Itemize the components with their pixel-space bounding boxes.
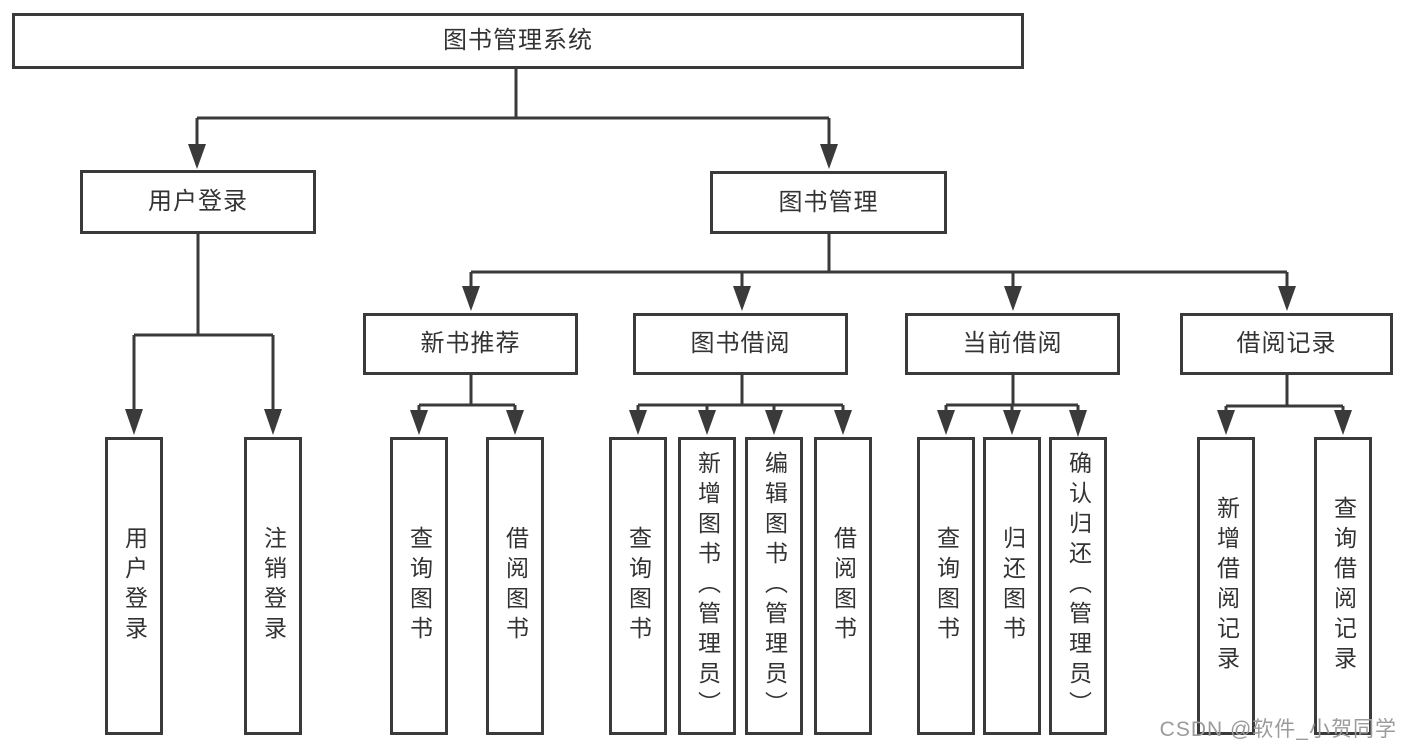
leaf-confirm-return-admin-label: 确认归还（管理员）: [1065, 451, 1092, 721]
leaf-add-borrow-record: 新增借阅记录: [1197, 437, 1255, 735]
arrow-to-leaf-logout: [264, 409, 282, 435]
leaf-return-book-label: 归还图书: [999, 526, 1026, 646]
leaf-add-book-admin: 新增图书（管理员）: [678, 437, 736, 735]
leaf-edit-book-admin: 编辑图书（管理员）: [745, 437, 803, 735]
node-current-borrow: 当前借阅: [905, 313, 1120, 375]
csdn-watermark: CSDN @软件_小贺同学: [1159, 718, 1397, 741]
connector-root: [195, 69, 831, 146]
arrow-to-leaf-user-login: [125, 409, 143, 435]
connector-strokes: [132, 69, 1345, 411]
leaf-borrow-books-borrow-label: 借阅图书: [830, 526, 857, 646]
leaf-logout-label: 注销登录: [260, 526, 287, 646]
arrow-to-leaf-query-books-2: [629, 410, 647, 435]
node-current-borrow-label: 当前借阅: [962, 330, 1063, 357]
leaf-add-book-admin-label: 新增图书（管理员）: [694, 451, 721, 721]
connector-new-book-recommend: [417, 375, 517, 411]
node-new-book-recommend: 新书推荐: [363, 313, 578, 375]
node-book-borrow: 图书借阅: [633, 313, 848, 375]
arrow-to-leaf-query-books-1: [410, 410, 428, 435]
arrow-to-leaf-add-book: [698, 410, 716, 435]
arrow-to-leaf-query-books-3: [937, 410, 955, 435]
node-borrow-records: 借阅记录: [1180, 313, 1393, 375]
connector-current-borrow: [944, 375, 1080, 411]
leaf-return-book: 归还图书: [983, 437, 1041, 735]
node-library-system: 图书管理系统: [12, 13, 1024, 69]
leaf-query-books-recommend: 查询图书: [390, 437, 448, 735]
connector-book-borrow: [636, 375, 845, 411]
leaf-query-books-recommend-label: 查询图书: [406, 526, 433, 646]
leaf-confirm-return-admin: 确认归还（管理员）: [1049, 437, 1107, 735]
arrow-to-leaf-borrow-books-2: [834, 410, 852, 435]
node-book-borrow-label: 图书借阅: [690, 330, 791, 357]
arrow-to-user-login: [188, 144, 206, 169]
leaf-query-books-borrow: 查询图书: [609, 437, 667, 735]
node-new-book-recommend-label: 新书推荐: [420, 330, 521, 357]
leaf-user-login-label: 用户登录: [121, 526, 148, 646]
arrow-to-leaf-add-borrow-record: [1217, 410, 1235, 435]
leaf-query-books-current-label: 查询图书: [933, 526, 960, 646]
arrow-to-book-management: [820, 144, 838, 169]
leaf-borrow-books-recommend-label: 借阅图书: [502, 526, 529, 646]
arrow-to-current-borrow: [1004, 286, 1022, 311]
node-book-management: 图书管理: [710, 171, 947, 234]
connector-book-management: [469, 234, 1289, 288]
connector-user-login: [132, 234, 275, 411]
leaf-add-borrow-record-label: 新增借阅记录: [1213, 496, 1240, 676]
leaf-query-books-current: 查询图书: [917, 437, 975, 735]
node-borrow-records-label: 借阅记录: [1236, 330, 1337, 357]
node-library-system-label: 图书管理系统: [443, 27, 593, 54]
leaf-logout: 注销登录: [244, 437, 302, 735]
leaf-borrow-books-borrow: 借阅图书: [814, 437, 872, 735]
leaf-query-borrow-record: 查询借阅记录: [1314, 437, 1372, 735]
node-book-management-label: 图书管理: [778, 188, 879, 216]
leaf-borrow-books-recommend: 借阅图书: [486, 437, 544, 735]
leaf-query-borrow-record-label: 查询借阅记录: [1330, 496, 1357, 676]
arrow-to-leaf-confirm-return: [1069, 410, 1087, 437]
node-user-login-label: 用户登录: [148, 188, 248, 215]
connector-borrow-records: [1224, 375, 1345, 411]
arrow-to-book-borrow: [733, 286, 751, 311]
arrow-to-new-book-recommend: [462, 286, 480, 311]
arrow-to-leaf-return-book: [1003, 410, 1021, 435]
leaf-edit-book-admin-label: 编辑图书（管理员）: [761, 451, 788, 721]
leaf-query-books-borrow-label: 查询图书: [625, 526, 652, 646]
arrow-to-leaf-edit-book: [765, 410, 783, 435]
leaf-user-login: 用户登录: [105, 437, 163, 735]
arrowheads: [125, 144, 1352, 437]
arrow-to-borrow-records: [1278, 286, 1296, 311]
arrow-to-leaf-query-borrow-record: [1334, 410, 1352, 435]
arrow-to-leaf-borrow-books-1: [506, 410, 524, 435]
node-user-login: 用户登录: [80, 170, 316, 234]
